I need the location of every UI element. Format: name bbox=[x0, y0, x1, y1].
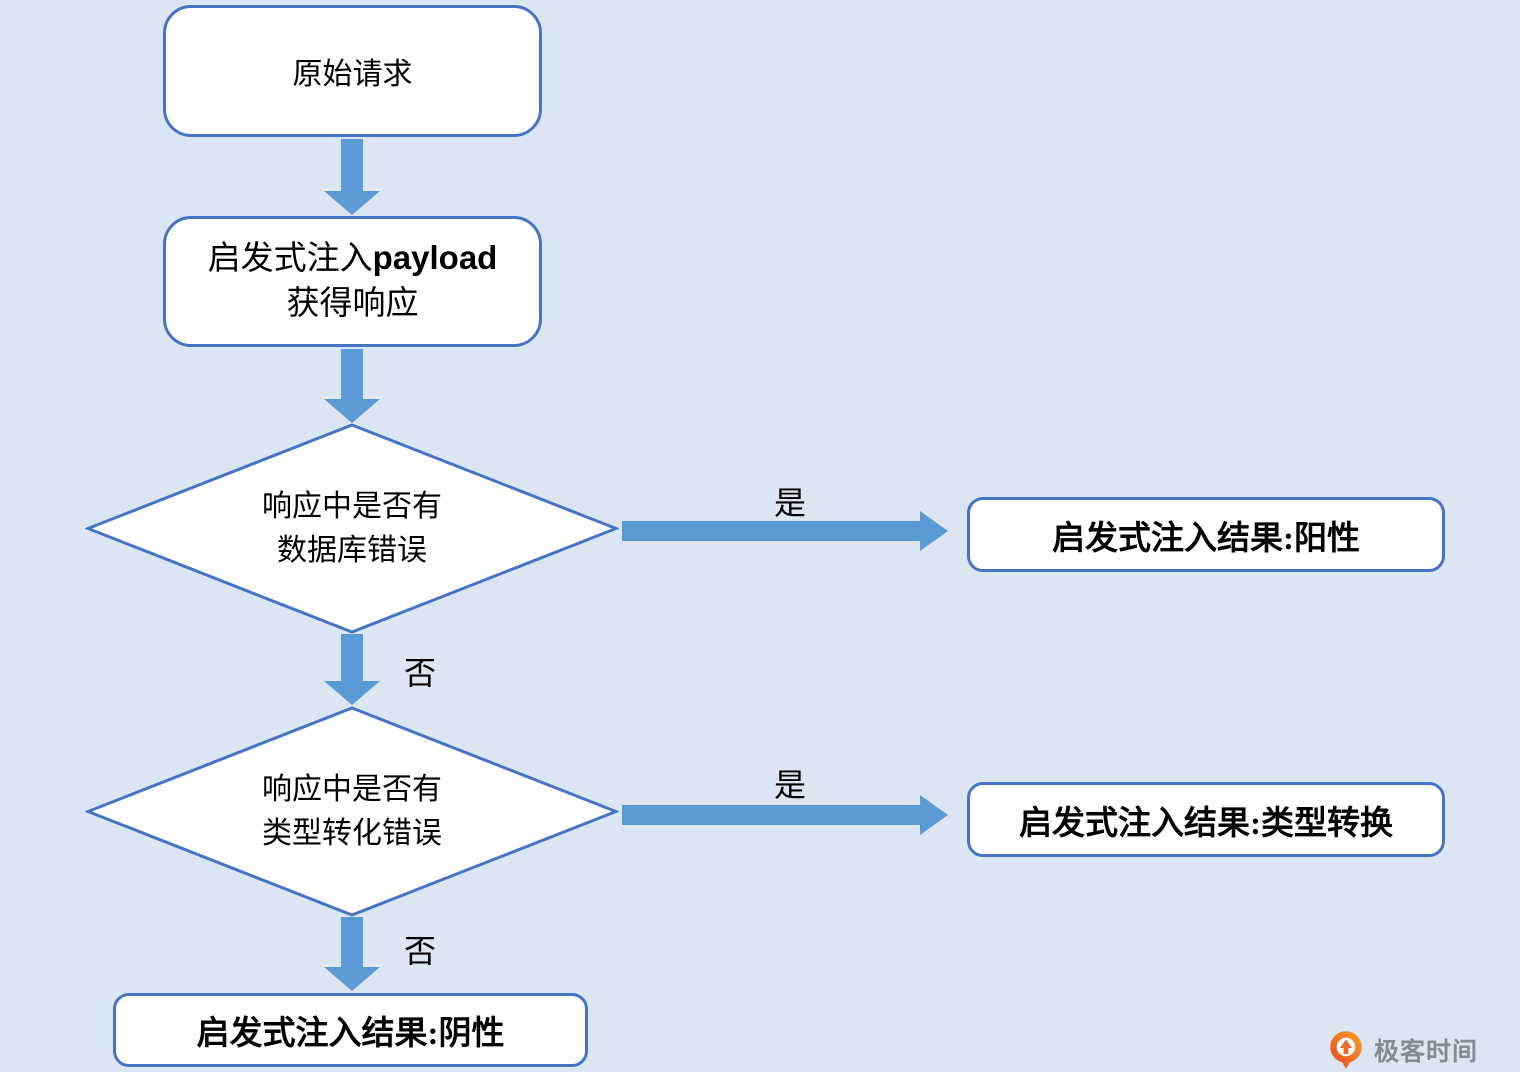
geektime-logo: 极客时间 bbox=[1326, 1030, 1478, 1070]
geektime-logo-icon bbox=[1330, 1031, 1362, 1069]
diamond-shape-icon bbox=[85, 423, 619, 634]
arrow-head-down-icon bbox=[324, 681, 380, 705]
inject-line1-zh: 启发式注入 bbox=[207, 241, 373, 278]
node-original-request: 原始请求 bbox=[163, 5, 542, 137]
decision-cast-error-line1: 响应中是否有 bbox=[262, 773, 442, 806]
decision-cast-error: 响应中是否有 类型转化错误 bbox=[85, 706, 619, 917]
decision-db-error-text: 响应中是否有 数据库错误 bbox=[85, 423, 619, 634]
decision-db-error-line1: 响应中是否有 bbox=[262, 490, 442, 523]
inject-line1-en: payload bbox=[372, 239, 498, 277]
node-original-request-label: 原始请求 bbox=[292, 58, 413, 91]
diamond-shape-icon bbox=[85, 706, 619, 917]
edge-label-yes-2: 是 bbox=[774, 767, 807, 803]
arrow-shaft bbox=[341, 634, 363, 681]
node-result-negative: 启发式注入结果:阴性 bbox=[113, 993, 588, 1067]
arrow-shaft bbox=[622, 521, 920, 541]
edge-label-yes-1: 是 bbox=[774, 485, 807, 521]
geektime-logo-text: 极客时间 bbox=[1374, 1038, 1479, 1066]
arrow-dbcheck-to-castcheck bbox=[324, 634, 380, 705]
node-result-positive: 启发式注入结果:阳性 bbox=[967, 497, 1445, 572]
node-heuristic-inject-line2: 获得响应 bbox=[286, 286, 419, 322]
node-result-positive-label: 启发式注入结果:阳性 bbox=[1052, 520, 1360, 557]
decision-cast-error-line2: 类型转化错误 bbox=[262, 816, 442, 850]
arrow-head-down-icon bbox=[324, 967, 380, 991]
node-result-cast: 启发式注入结果:类型转换 bbox=[967, 782, 1445, 857]
decision-db-error: 响应中是否有 数据库错误 bbox=[85, 423, 619, 634]
arrow-head-down-icon bbox=[324, 191, 380, 215]
arrow-head-down-icon bbox=[324, 399, 380, 423]
node-heuristic-inject: 启发式注入payload 获得响应 bbox=[163, 216, 542, 347]
node-heuristic-inject-line1: 启发式注入payload bbox=[208, 236, 498, 282]
arrow-head-right-icon bbox=[920, 795, 948, 835]
arrow-castcheck-to-cast bbox=[622, 795, 948, 835]
arrow-start-to-inject bbox=[324, 139, 380, 215]
arrow-shaft bbox=[341, 917, 363, 967]
node-result-cast-label: 启发式注入结果:类型转换 bbox=[1019, 805, 1393, 842]
decision-db-error-line2: 数据库错误 bbox=[277, 533, 427, 567]
arrow-inject-to-dbcheck bbox=[324, 349, 380, 423]
arrow-shaft bbox=[622, 805, 920, 825]
node-result-negative-label: 启发式注入结果:阴性 bbox=[196, 1016, 505, 1052]
edge-label-no-1: 否 bbox=[404, 655, 437, 691]
arrow-shaft bbox=[341, 349, 363, 399]
arrow-castcheck-to-negative bbox=[324, 917, 380, 991]
edge-label-no-2: 否 bbox=[404, 933, 437, 969]
decision-cast-error-text: 响应中是否有 类型转化错误 bbox=[85, 706, 619, 917]
arrow-shaft bbox=[341, 139, 363, 191]
arrow-head-right-icon bbox=[920, 511, 948, 551]
arrow-dbcheck-to-positive bbox=[622, 511, 948, 551]
